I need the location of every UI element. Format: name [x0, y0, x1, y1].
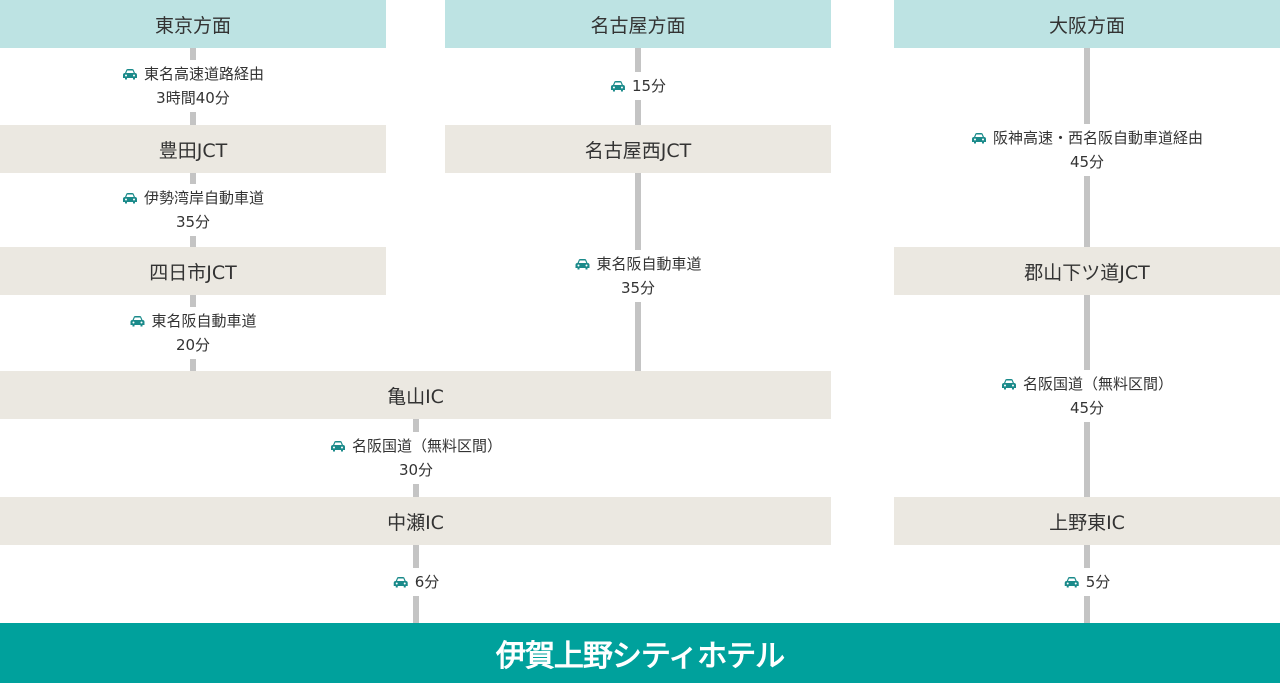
- nakase-ic: 中瀬IC: [0, 497, 831, 545]
- car-icon: [1064, 571, 1080, 588]
- route-nagoya-1: 15分: [605, 72, 671, 100]
- route-time: 15分: [631, 77, 667, 95]
- ueno-higashi-ic: 上野東IC: [894, 497, 1280, 545]
- route-nagoya-2: 東名阪自動車道 35分: [570, 250, 706, 302]
- route-line: [1084, 48, 1090, 623]
- car-icon: [122, 187, 138, 204]
- destination-hotel: 伊賀上野シティホテル: [0, 623, 1280, 683]
- route-tokyo-3: 東名阪自動車道 20分: [125, 307, 261, 359]
- koriyama-jct: 郡山下ツ道JCT: [894, 247, 1280, 295]
- route-time: 20分: [175, 336, 211, 354]
- car-icon: [393, 571, 409, 588]
- route-road: 阪神高速・西名阪自動車道経由: [992, 129, 1204, 147]
- route-time: 3時間40分: [156, 89, 230, 107]
- hotel-name: 伊賀上野シティホテル: [495, 639, 785, 674]
- route-kameyama: 名阪国道（無料区間） 30分: [325, 432, 507, 484]
- route-time: 35分: [175, 213, 211, 231]
- kameyama-ic: 亀山IC: [0, 371, 831, 419]
- route-road: 東名阪自動車道: [151, 312, 257, 330]
- route-osaka-1: 阪神高速・西名阪自動車道経由 45分: [966, 124, 1208, 176]
- route-time: 45分: [1069, 153, 1105, 171]
- route-road: 東名阪自動車道: [596, 255, 702, 273]
- yokkaichi-jct: 四日市JCT: [0, 247, 386, 295]
- car-icon: [1001, 373, 1017, 390]
- route-tokyo-1: 東名高速道路経由 3時間40分: [117, 60, 269, 112]
- car-icon: [129, 310, 145, 327]
- toyota-jct: 豊田JCT: [0, 125, 386, 173]
- route-time: 30分: [398, 461, 434, 479]
- route-ueno: 5分: [1059, 568, 1115, 596]
- route-time: 35分: [620, 279, 656, 297]
- header-nagoya: 名古屋方面: [445, 0, 831, 48]
- route-time: 45分: [1069, 399, 1105, 417]
- route-time: 6分: [414, 573, 440, 591]
- route-tokyo-2: 伊勢湾岸自動車道 35分: [117, 184, 269, 236]
- route-road: 名阪国道（無料区間）: [351, 437, 503, 455]
- route-nakase: 6分: [388, 568, 444, 596]
- route-osaka-2: 名阪国道（無料区間） 45分: [996, 370, 1178, 422]
- route-road: 名阪国道（無料区間）: [1022, 375, 1174, 393]
- car-icon: [971, 127, 987, 144]
- header-tokyo: 東京方面: [0, 0, 386, 48]
- route-road: 伊勢湾岸自動車道: [143, 189, 265, 207]
- route-time: 5分: [1085, 573, 1111, 591]
- route-road: 東名高速道路経由: [143, 65, 265, 83]
- car-icon: [574, 253, 590, 270]
- car-icon: [610, 75, 626, 92]
- route-line: [635, 48, 641, 371]
- nagoya-nishi-jct: 名古屋西JCT: [445, 125, 831, 173]
- header-osaka: 大阪方面: [894, 0, 1280, 48]
- car-icon: [330, 435, 346, 452]
- car-icon: [122, 63, 138, 80]
